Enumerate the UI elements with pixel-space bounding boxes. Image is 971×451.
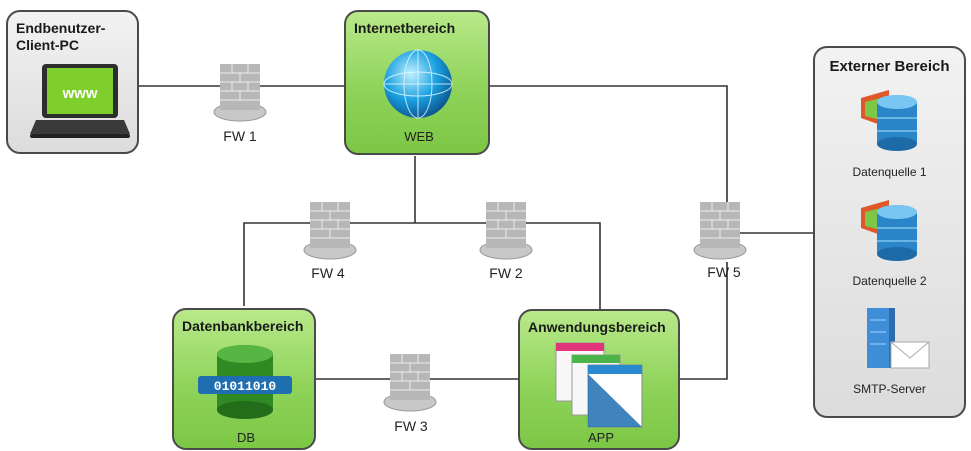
globe-icon [383,49,453,119]
laptop-icon: www [30,64,130,138]
firewall-4-icon [303,202,357,260]
client-zone-title: Endbenutzer- Client-PC [16,20,105,54]
database-zone: Datenbankbereich 01011010 DB [172,308,316,450]
firewall-4-label: FW 4 [311,265,345,281]
client-zone: Endbenutzer- Client-PC www [6,10,139,154]
firewall-3-icon [383,354,437,412]
firewall-5-icon [693,202,747,260]
datasource-2-icon [861,200,917,261]
client-title-line1: Endbenutzer- [16,20,106,36]
external-zone-title: Externer Bereich [829,58,950,75]
firewall-2-label: FW 2 [489,265,523,281]
external-zone: Externer Bereich Datenquelle 1 Datenquel… [813,46,966,418]
firewall-3-label: FW 3 [394,418,428,434]
datasource-2-label: Datenquelle 2 [852,274,927,288]
internet-zone-label: WEB [404,129,434,144]
firewall-1-icon [213,64,267,122]
firewall-2-icon [479,202,533,260]
database-icon: 01011010 [198,345,292,419]
firewall-5-label: FW 5 [707,264,741,280]
firewall-1-label: FW 1 [223,128,257,144]
database-zone-label: DB [236,430,256,445]
datasource-1-icon [861,90,917,151]
database-zone-title: Datenbankbereich [182,318,304,334]
application-zone-label: APP [587,430,614,445]
internet-zone: Internetbereich WEB [344,10,490,155]
internet-zone-title: Internetbereich [354,20,456,36]
db-binary-text: 01011010 [214,379,277,394]
smtp-server-label: SMTP-Server [853,382,926,396]
app-windows-icon [555,342,643,428]
application-zone-title: Anwendungsbereich [528,319,666,335]
datasource-1-label: Datenquelle 1 [852,165,927,179]
client-title-line2: Client-PC [16,37,79,53]
server-mail-icon [867,308,930,369]
application-zone: Anwendungsbereich APP [518,309,680,450]
laptop-screen-text: www [61,85,97,102]
